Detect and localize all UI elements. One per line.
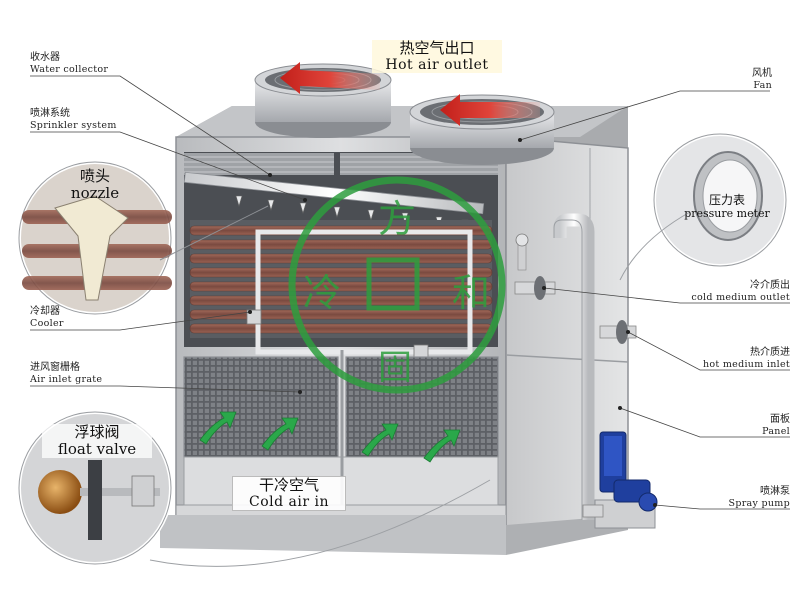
air-inlet-grate-zh: 进风窗栅格 [30, 362, 80, 373]
cold-medium-outlet-zh: 冷介质出 [750, 280, 790, 291]
spray-pump-en: Spray pump [728, 498, 790, 509]
pressure-meter-label: 压力表 pressure meter [668, 193, 786, 220]
hot-air-outlet-en: Hot air outlet [385, 57, 489, 73]
hot-medium-inlet-label: 热介质进 hot medium inlet [703, 347, 790, 371]
watermark-char-right: 和 [452, 271, 491, 315]
leader-dots [248, 138, 657, 507]
cooler-en: Cooler [30, 318, 64, 329]
panel-zh: 面板 [770, 414, 790, 425]
pressure-meter-callout [619, 132, 788, 281]
spray-pump-zh: 喷淋泵 [760, 486, 790, 497]
panel-en: Panel [762, 426, 790, 437]
fan-en: Fan [753, 80, 772, 91]
logo-watermark [288, 176, 506, 394]
nozzle-en: nozzle [70, 184, 120, 202]
sprinkler-label: 喷淋系统 Sprinkler system [30, 108, 117, 132]
hot-medium-inlet-zh: 热介质进 [750, 347, 790, 358]
sprinkler-en: Sprinkler system [30, 120, 117, 131]
cold-medium-outlet-en: cold medium outlet [691, 292, 790, 303]
hot-air-arrows [280, 62, 540, 126]
nozzle-callout [17, 160, 269, 316]
nozzle-label: 喷头 nozzle [40, 168, 150, 202]
water-collector-en: Water collector [30, 64, 109, 75]
water-collector-label: 收水器 Water collector [30, 52, 108, 76]
cold-medium-outlet-label: 冷介质出 cold medium outlet [691, 280, 790, 304]
float-valve-label: 浮球阀 float valve [42, 424, 152, 458]
hot-air-outlet-zh: 热空气出口 [399, 39, 475, 57]
spray-pump-label: 喷淋泵 Spray pump [729, 486, 790, 510]
spray-pump [582, 431, 658, 529]
float-valve-en: float valve [57, 440, 137, 458]
cold-air-in-en: Cold air in [249, 494, 329, 510]
fan-label: 风机 Fan [752, 68, 772, 92]
cold-air-in-zh: 干冷空气 [258, 476, 319, 494]
hot-air-outlet-label: 热空气出口 Hot air outlet [372, 40, 502, 73]
cold-air-in-label: 干冷空气 Cold air in [232, 476, 346, 511]
pressure-meter-en: pressure meter [684, 207, 770, 220]
leader-lines [30, 75, 790, 510]
medium-pipes [514, 213, 637, 520]
water-collector-zh: 收水器 [30, 52, 60, 63]
air-inlet-grate-en: Air inlet grate [30, 374, 103, 385]
watermark-char-bottom: 固 [378, 348, 412, 388]
float-valve-zh: 浮球阀 [74, 423, 120, 441]
fan-zh: 风机 [752, 68, 772, 79]
nozzle-zh: 喷头 [79, 167, 110, 185]
hot-medium-inlet-en: hot medium inlet [702, 359, 790, 370]
air-inlet-grate-label: 进风窗栅格 Air inlet grate [30, 362, 102, 386]
panel-label: 面板 Panel [762, 414, 790, 438]
watermark-char-top: 方 [378, 197, 417, 241]
watermark-char-left: 冷 [303, 271, 342, 315]
sprinkler-zh: 喷淋系统 [30, 108, 70, 119]
pressure-meter-zh: 压力表 [708, 193, 745, 207]
cooler-label: 冷却器 Cooler [30, 306, 64, 330]
cooler-zh: 冷却器 [30, 306, 60, 317]
cold-air-arrows [199, 411, 461, 463]
